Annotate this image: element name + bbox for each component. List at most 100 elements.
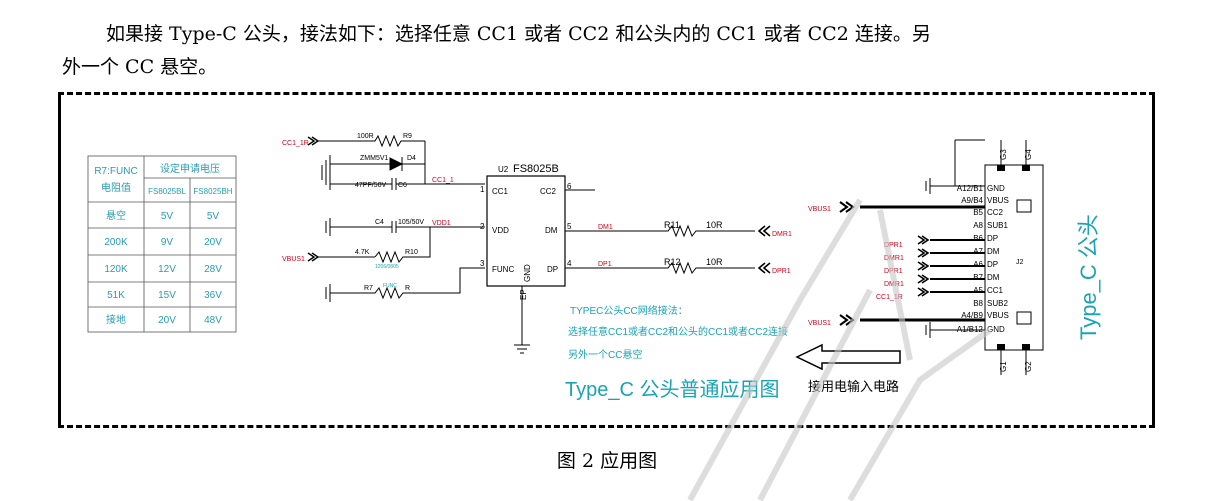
r7-ref: R7 <box>364 285 373 292</box>
connector-left-pins: A12/B1 A9/B4 B5 A8 B6 A7 A6 B7 A5 B8 A4/… <box>957 184 984 334</box>
table-cell: 悬空 <box>106 209 126 222</box>
table-subheader-h: FS8025BH <box>193 187 232 196</box>
r7-net: FUNC <box>383 283 397 289</box>
net-flag-vbus1-bottom: VBUS1 <box>808 314 855 327</box>
table-cell: 120K <box>104 264 128 275</box>
net-flag-vbus1-top: VBUS1 <box>808 201 855 213</box>
svg-text:A5: A5 <box>973 286 983 295</box>
c4-ref: C4 <box>375 219 384 226</box>
svg-text:DP: DP <box>987 260 998 269</box>
figure-caption: 图 2 应用图 <box>556 450 658 472</box>
pin-g3: G3 <box>999 149 1008 160</box>
table-cell: 20V <box>204 237 222 248</box>
table-cell: 48V <box>204 315 222 326</box>
net-flag-vbus1-left: VBUS1 <box>282 252 320 263</box>
chip-name: FS8025B <box>513 163 559 175</box>
input-network <box>318 134 485 302</box>
net-cc1-1: CC1_1 <box>432 177 454 184</box>
table-cell: 28V <box>204 264 222 275</box>
svg-text:GND: GND <box>987 184 1005 193</box>
chip-ref: U2 <box>498 165 509 174</box>
figure-frame <box>58 92 1155 428</box>
svg-text:VBUS1: VBUS1 <box>282 256 305 263</box>
power-input-label: 接用电输入电路 <box>808 379 899 394</box>
schematic-big-title: Type_C 公头普通应用图 <box>565 378 779 401</box>
pin-num: 3 <box>480 259 485 268</box>
type-c-connector: G3 G4 G1 G2 A12/B1 A9/B4 B5 A8 B6 A7 A6 … <box>957 140 1044 375</box>
svg-text:DM: DM <box>987 247 1000 256</box>
svg-text:TYPEC公头CC网络接法：: TYPEC公头CC网络接法： <box>570 304 688 317</box>
connector-pin-names: GND VBUS CC2 SUB1 DP DM DP DM CC1 SUB2 V… <box>987 184 1009 334</box>
net-dm1: DM1 <box>598 224 613 231</box>
power-input-arrow: 接用电输入电路 <box>795 343 901 394</box>
r10-ref: R10 <box>405 249 418 256</box>
table-cell: 5V <box>207 211 220 222</box>
pin-num: 4 <box>567 259 572 268</box>
svg-text:A6: A6 <box>973 260 983 269</box>
pin-ep: EP <box>519 289 528 300</box>
svg-text:GND: GND <box>987 325 1005 334</box>
svg-text:A8: A8 <box>973 221 983 230</box>
table-row: 悬空 5V 5V <box>106 209 219 222</box>
d4-ref: D4 <box>407 155 416 162</box>
svg-text:B6: B6 <box>973 234 983 243</box>
table-cell: 200K <box>104 237 128 248</box>
r9-value: 100R <box>357 133 374 140</box>
r12-value: 10R <box>706 257 723 267</box>
svg-text:CC1_1R: CC1_1R <box>282 140 309 147</box>
svg-text:选择任意CC1或者CC2和公头的CC1或者CC2连接: 选择任意CC1或者CC2和公头的CC1或者CC2连接 <box>568 325 788 338</box>
table-row: 接地 20V 48V <box>106 313 222 326</box>
table-cell: 12V <box>158 264 176 275</box>
r7-suffix: R <box>405 285 410 292</box>
pin-num: 2 <box>480 222 485 231</box>
svg-text:DMR1: DMR1 <box>884 255 904 262</box>
paragraph-line-2: 外一个 CC 悬空。 <box>62 56 218 78</box>
chip-fs8025b: U2 FS8025B 1 CC1 2 VDD 3 FUNC CC2 6 DM 5… <box>480 163 595 354</box>
pin-name: CC1 <box>492 187 509 196</box>
svg-text:A1/B12: A1/B12 <box>957 325 984 334</box>
svg-text:DP: DP <box>987 234 998 243</box>
svg-text:B8: B8 <box>973 299 983 308</box>
wiring-note: TYPEC公头CC网络接法： 选择任意CC1或者CC2和公头的CC1或者CC2连… <box>568 304 788 361</box>
c6-value: 47PF/50V <box>355 182 386 189</box>
connector-wiring <box>860 139 985 338</box>
pin-name: FUNC <box>492 265 514 274</box>
table-row: 120K 12V 28V <box>104 264 222 275</box>
svg-text:DM: DM <box>987 273 1000 282</box>
description-paragraph: 如果接 Type-C 公头，接法如下：选择任意 CC1 或者 CC2 和公头内的… <box>62 18 1162 84</box>
pin-name: CC2 <box>540 187 557 196</box>
net-vdd1: VDD1 <box>432 220 451 227</box>
pin-name: DP <box>547 265 558 274</box>
r10-value: 4.7K <box>355 249 370 256</box>
pin-gnd: GND <box>523 264 532 282</box>
r12-ref: R12 <box>664 257 681 267</box>
svg-text:VBUS1: VBUS1 <box>808 320 831 327</box>
c4-value: 105/50V <box>398 219 424 226</box>
svg-text:VBUS: VBUS <box>987 311 1009 320</box>
net-dmr1-left: DMR1 <box>772 231 792 238</box>
pin-num: 6 <box>567 182 572 191</box>
pin-g1: G1 <box>999 361 1008 372</box>
pin-num: 1 <box>480 185 485 194</box>
pin-name: VDD <box>492 226 509 235</box>
connector-side-label: Type_C 公头 <box>1076 214 1101 340</box>
table-cell: 51K <box>107 290 125 301</box>
pin-g4: G4 <box>1024 149 1033 160</box>
pin-g2: G2 <box>1024 361 1033 372</box>
svg-text:SUB1: SUB1 <box>987 221 1008 230</box>
table-header-func: R7:FUNC <box>94 166 137 177</box>
net-dp1: DP1 <box>598 261 612 268</box>
data-lines <box>565 224 771 275</box>
d4-value: ZMM5V1 <box>360 155 389 162</box>
svg-text:DPR1: DPR1 <box>884 242 903 249</box>
c6-ref: C6 <box>398 182 407 189</box>
table-cell: 15V <box>158 290 176 301</box>
svg-text:B7: B7 <box>973 273 983 282</box>
svg-text:CC1: CC1 <box>987 286 1004 295</box>
svg-text:VBUS1: VBUS1 <box>808 206 831 213</box>
table-row: 200K 9V 20V <box>104 237 222 248</box>
r9-ref: R9 <box>403 133 412 140</box>
table-row: 51K 15V 36V <box>107 290 222 301</box>
table-cell: 36V <box>204 290 222 301</box>
